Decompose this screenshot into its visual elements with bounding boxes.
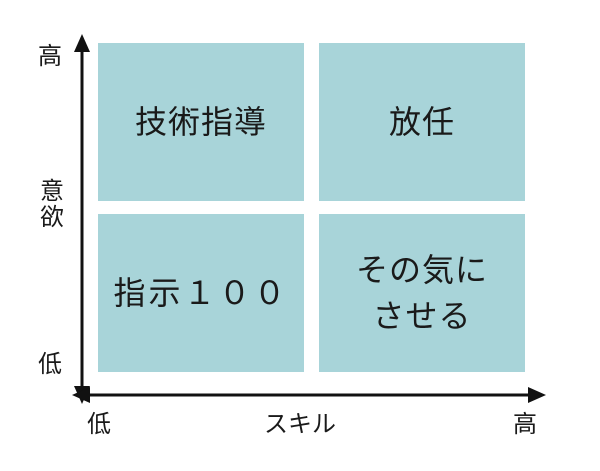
quadrant-bottom-right-line-2: させる — [372, 297, 472, 335]
quadrant-top-left-label: 技術指導 — [134, 102, 267, 141]
x-axis-low-label: 低 — [87, 410, 111, 438]
x-axis-high-label: 高 — [513, 410, 537, 438]
quadrant-bottom-left-label: 指示１００ — [113, 273, 289, 312]
y-axis-low-label: 低 — [38, 350, 62, 378]
y-axis-high-label: 高 — [38, 42, 62, 70]
quadrant-top-left: 技術指導 — [98, 43, 304, 201]
quadrant-bottom-right: その気に させる — [319, 214, 525, 372]
quadrant-bottom-right-label: その気に させる — [356, 247, 488, 340]
x-axis-arrow-right — [528, 387, 546, 403]
quadrant-top-right: 放任 — [319, 43, 525, 201]
x-axis-name: スキル — [264, 410, 336, 438]
x-axis-arrow-left — [72, 387, 90, 403]
quadrant-bottom-left: 指示１００ — [98, 214, 304, 372]
y-axis-arrow-top — [74, 34, 90, 52]
y-axis-name: 意欲 — [40, 177, 64, 232]
quadrant-top-right-label: 放任 — [388, 102, 455, 141]
quadrant-bottom-right-line-1: その気に — [355, 250, 488, 289]
